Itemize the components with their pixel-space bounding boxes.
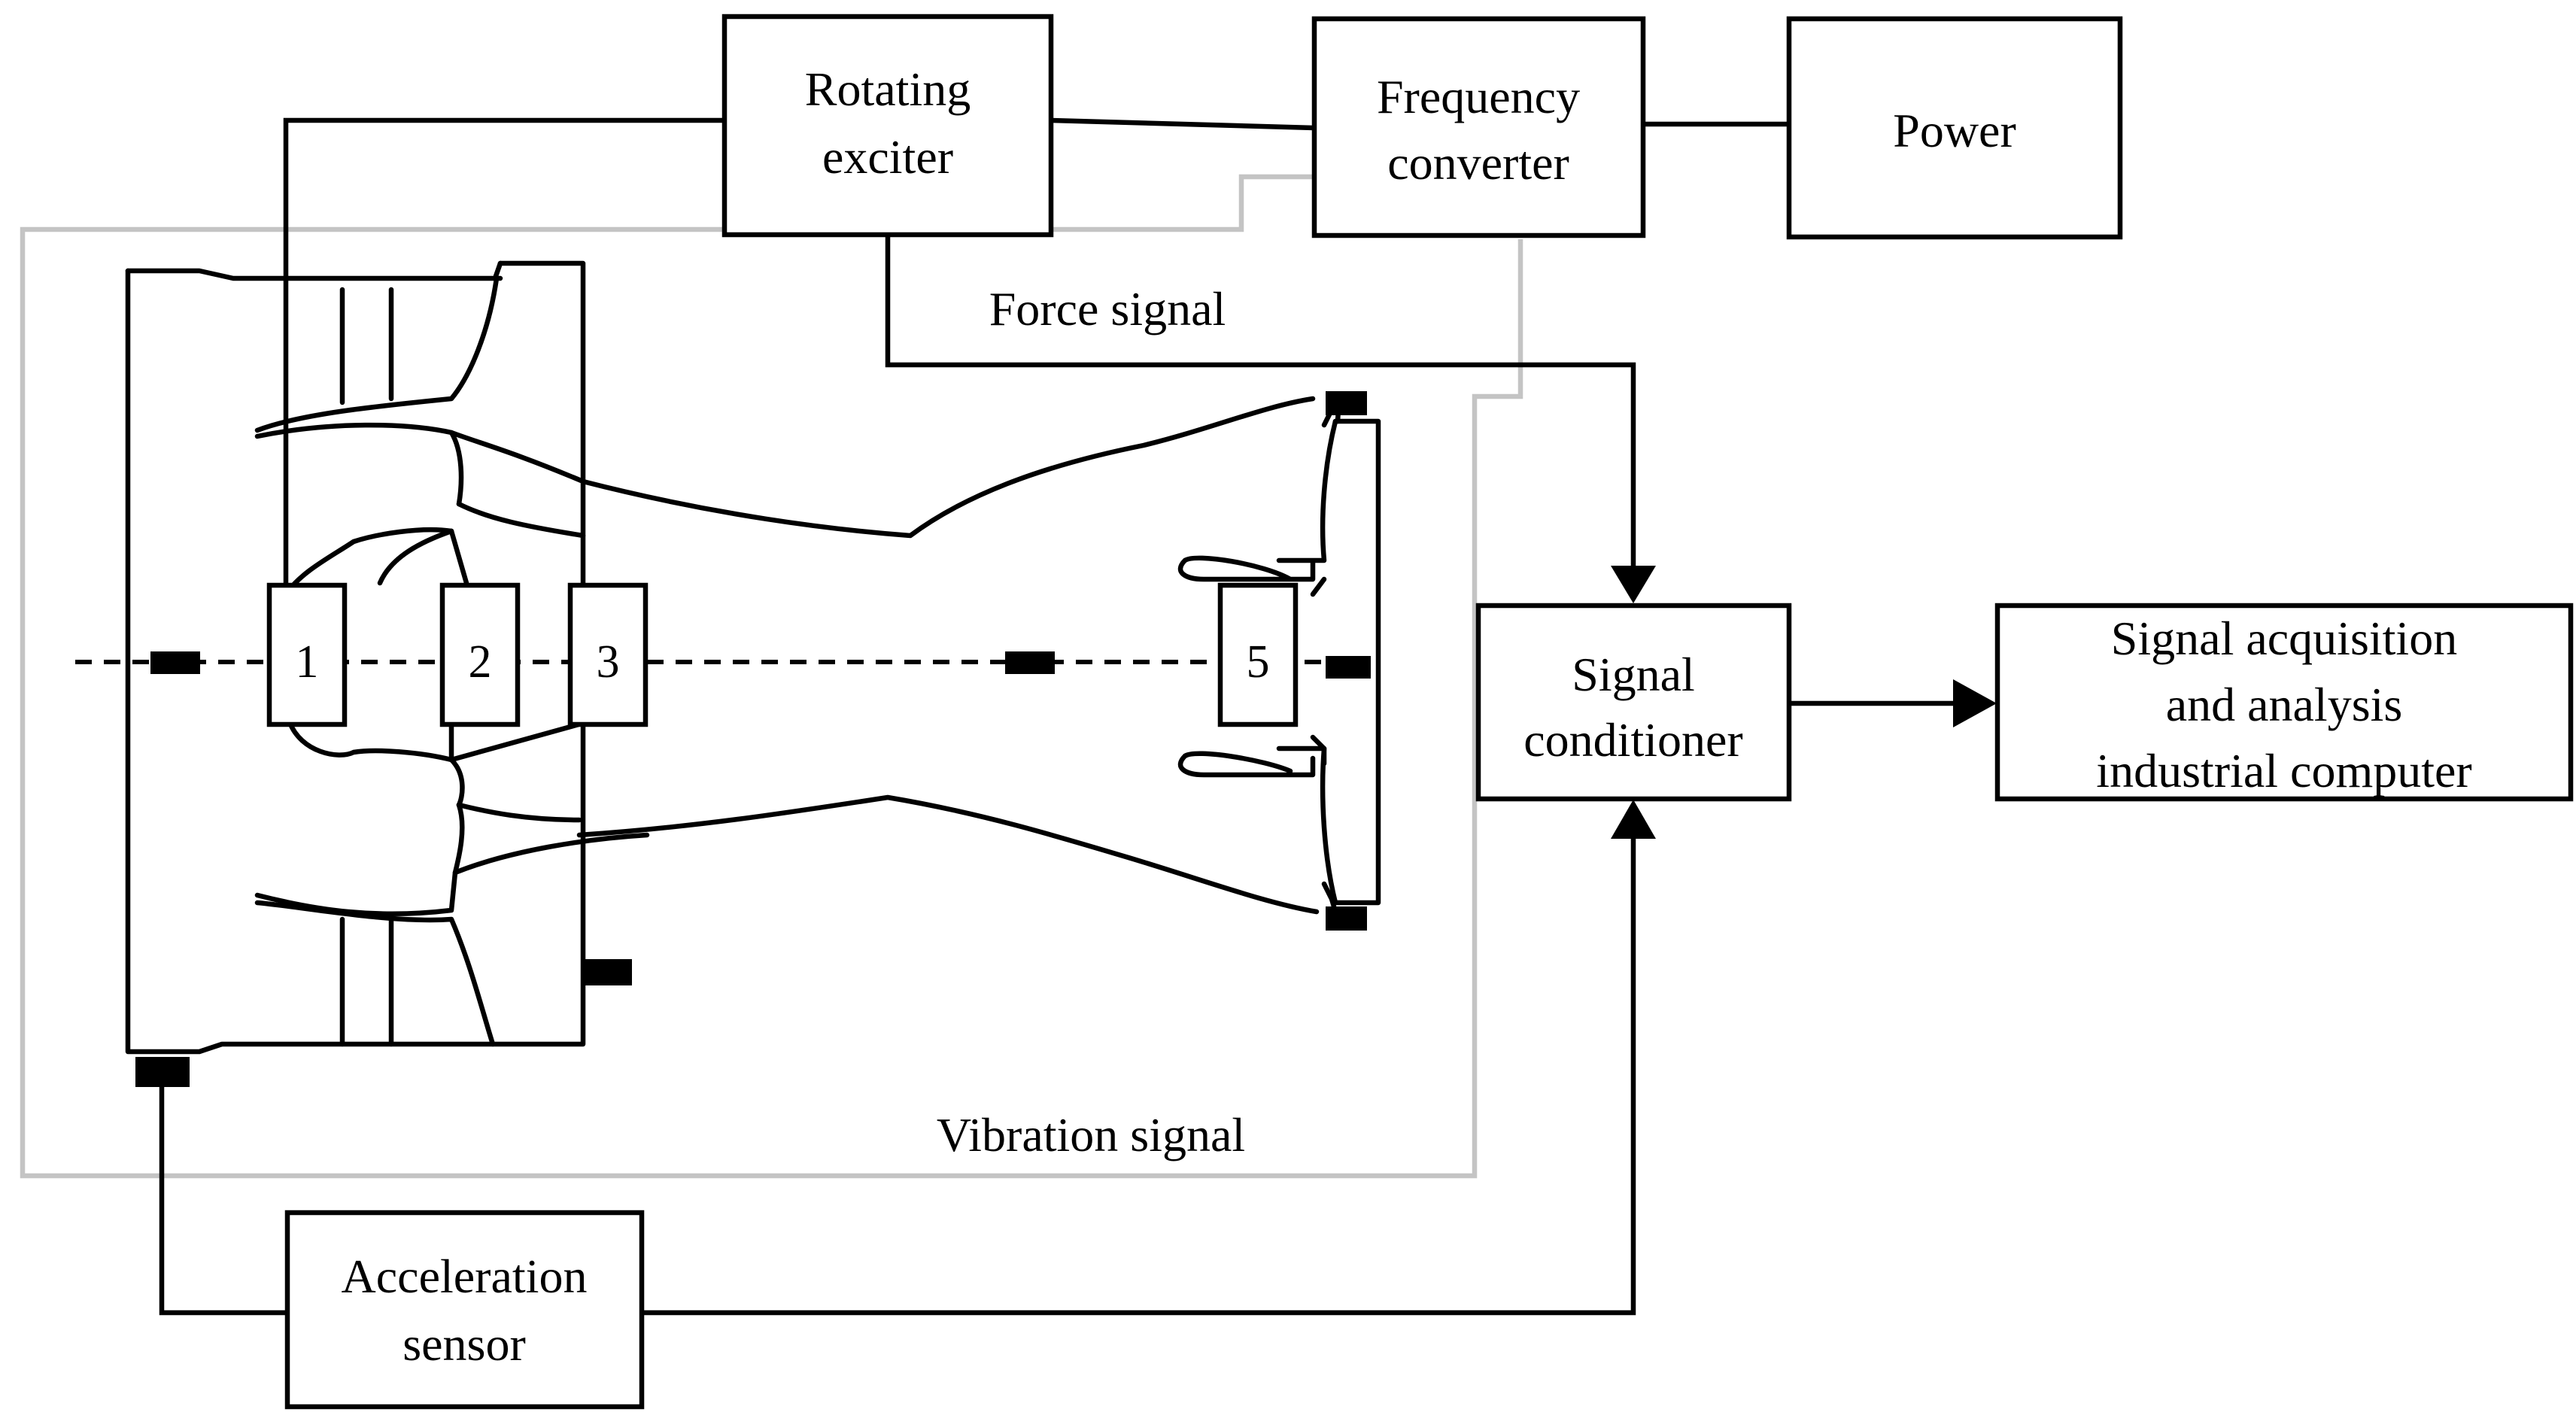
station-5: 5: [1217, 582, 1299, 727]
wire-exciter-to-converter: [1050, 117, 1315, 131]
wire-sensor-to-engine: [159, 1083, 287, 1316]
acceleration-sensor-line2: sensor: [402, 1317, 526, 1371]
sensor-mounts: [135, 391, 1371, 1087]
frequency-converter-line1: Frequency: [1377, 70, 1580, 123]
sensor-mount-nozzle-bottom: [1326, 906, 1367, 931]
frequency-converter-line2: converter: [1387, 136, 1569, 190]
computer-line2: and analysis: [2166, 678, 2403, 731]
sensor-mount-casing: [583, 959, 632, 985]
sensor-mount-duct: [1005, 651, 1055, 674]
sensor-mount-base: [135, 1057, 190, 1087]
force-signal-label: Force signal: [989, 282, 1226, 336]
power-block: Power: [1786, 16, 2123, 240]
power-label: Power: [1893, 104, 2016, 157]
wire-force-signal: [885, 235, 1636, 572]
acceleration-sensor-block: Acceleration sensor: [284, 1210, 645, 1410]
arrow-force-to-conditioner: [1611, 566, 1656, 603]
signal-conditioner-block: Signal conditioner: [1475, 603, 1792, 802]
connection-wires: [159, 117, 1956, 1316]
station-1-label: 1: [296, 636, 319, 688]
station-3: 3: [567, 582, 649, 727]
station-5-label: 5: [1247, 636, 1270, 688]
arrow-to-computer: [1953, 679, 1997, 727]
vibration-signal-label: Vibration signal: [937, 1108, 1245, 1161]
station-2-label: 2: [469, 636, 492, 688]
vibration-signal-enclosure: [20, 174, 1523, 1179]
computer-line1: Signal acquisition: [2111, 612, 2457, 665]
arrow-vibration-to-conditioner: [1611, 800, 1656, 839]
rotating-exciter-line2: exciter: [822, 130, 953, 184]
sensor-mount-nozzle-center: [1326, 656, 1371, 679]
frequency-converter-block: Frequency converter: [1311, 16, 1646, 238]
station-1: 1: [266, 582, 348, 727]
sensor-mount-nozzle-top: [1326, 391, 1367, 415]
sensor-mount-front: [150, 651, 200, 674]
signal-conditioner-line1: Signal: [1572, 648, 1695, 701]
engine-body: [125, 260, 1381, 1055]
rotating-exciter-line1: Rotating: [805, 62, 971, 116]
computer-block: Signal acquisition and analysis industri…: [1994, 603, 2574, 802]
computer-line3: industrial computer: [2096, 744, 2471, 797]
station-2: 2: [439, 582, 521, 727]
wire-exciter-to-engine: [283, 117, 724, 594]
acceleration-sensor-line1: Acceleration: [342, 1250, 588, 1303]
wire-sensor-to-conditioner: [642, 831, 1636, 1316]
rotating-exciter-block: Rotating exciter: [721, 14, 1054, 238]
signal-conditioner-line2: conditioner: [1523, 713, 1742, 767]
station-3-label: 3: [597, 636, 620, 688]
